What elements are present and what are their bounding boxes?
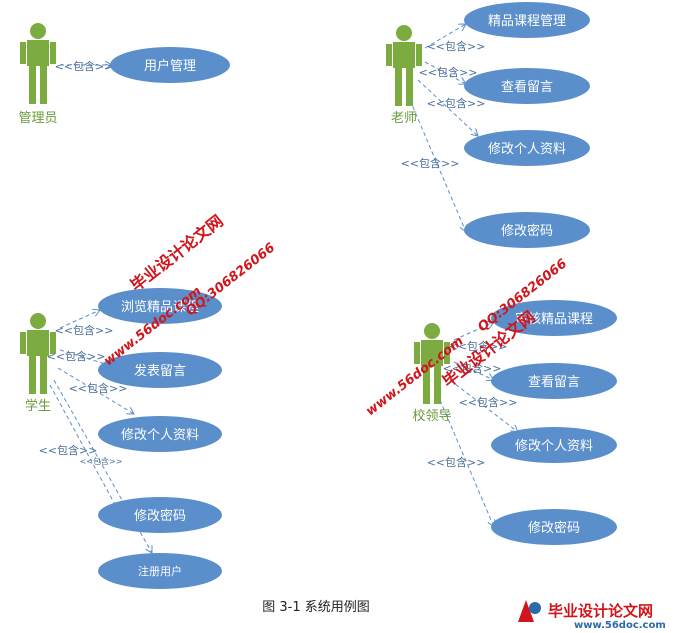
use-case-review-courses[interactable]: 审核精品课程	[491, 300, 617, 336]
include-edge	[453, 361, 494, 380]
include-edge	[453, 322, 494, 341]
use-case-register-user[interactable]: 注册用户	[98, 553, 222, 589]
include-edge	[449, 379, 518, 432]
use-case-label: 修改个人资料	[488, 142, 566, 157]
use-case-view-message[interactable]: 查看留言	[464, 68, 590, 104]
use-case-label: 修改密码	[501, 223, 553, 239]
include-label: <<包含>>	[427, 39, 486, 53]
include-label: <<包含>>	[449, 339, 508, 353]
use-case-label: 修改个人资料	[121, 428, 199, 443]
use-case-view-message[interactable]: 查看留言	[491, 363, 617, 399]
use-case-edit-profile[interactable]: 修改个人资料	[98, 416, 222, 452]
use-case-label: 修改密码	[134, 508, 186, 524]
use-case-edit-password[interactable]: 修改密码	[98, 497, 222, 533]
use-case-label: 精品课程管理	[488, 14, 566, 29]
use-case-label: 发表留言	[134, 363, 186, 379]
use-case-label: 审核精品课程	[515, 312, 593, 327]
actor-leader: 校领导	[412, 323, 452, 424]
include-edge	[57, 367, 134, 414]
use-case-edit-profile[interactable]: 修改个人资料	[491, 427, 617, 463]
use-case-post-message[interactable]: 发表留言	[98, 352, 222, 388]
include-label: <<包含>>	[427, 96, 486, 110]
include-edge	[424, 24, 466, 49]
include-label: <<包含>>	[39, 443, 98, 457]
actor-label: 老师	[391, 111, 417, 126]
include-label: <<包含>>	[69, 381, 128, 395]
use-case-label: 修改个人资料	[515, 439, 593, 454]
include-label: <<包含>>	[443, 361, 502, 375]
include-edge	[53, 379, 152, 553]
site-logo: 毕业设计论文网 www.56doc.com	[518, 600, 666, 631]
actor-label: 管理员	[18, 111, 57, 126]
use-case-label: 注册用户	[138, 564, 182, 578]
use-case-label: 查看留言	[528, 374, 580, 390]
watermark-left: 毕业设计论文网 www.56doc.com QQ:306826066	[101, 211, 278, 369]
actor-icon	[20, 23, 56, 104]
include-edge	[424, 61, 466, 84]
include-label: <<包含>>	[419, 65, 478, 79]
include-edge	[59, 310, 100, 329]
use-case-edit-profile[interactable]: 修改个人资料	[464, 130, 590, 166]
include-label-small: <<包含>>	[80, 456, 123, 466]
actor-admin: 管理员	[18, 23, 58, 126]
include-label: <<包含>>	[55, 59, 114, 73]
use-case-label: 用户管理	[144, 58, 196, 74]
use-case-label: 查看留言	[501, 79, 553, 95]
actor-student: 学生	[20, 313, 56, 414]
include-label: <<包含>>	[459, 395, 518, 409]
include-label: <<包含>>	[427, 455, 486, 469]
figure-caption: 图 3-1 系统用例图	[262, 600, 370, 615]
actor-teacher: 老师	[386, 25, 422, 126]
use-case-course-management[interactable]: 精品课程管理	[464, 2, 590, 38]
logo-name: 毕业设计论文网	[548, 602, 653, 620]
include-edge	[439, 399, 494, 527]
watermark-qq: QQ:306826066	[183, 240, 278, 319]
actor-label: 学生	[25, 398, 51, 414]
use-case-label: 修改密码	[528, 520, 580, 536]
include-edge	[409, 99, 466, 232]
include-edge	[49, 384, 118, 510]
use-case-browse-courses[interactable]: 浏览精品课程	[98, 288, 222, 324]
use-case-edit-password[interactable]: 修改密码	[491, 509, 617, 545]
logo-icon	[518, 600, 541, 622]
watermark-site-name: 毕业设计论文网	[127, 211, 227, 295]
use-case-edit-password[interactable]: 修改密码	[464, 212, 590, 248]
include-label: <<包含>>	[401, 156, 460, 170]
actor-icon	[386, 25, 422, 106]
use-case-label: 浏览精品课程	[121, 299, 199, 315]
logo-url: www.56doc.com	[574, 620, 666, 631]
actor-label: 校领导	[412, 408, 451, 424]
use-case-user-management[interactable]: 用户管理	[110, 47, 230, 83]
include-label: <<包含>>	[47, 349, 106, 363]
include-label: <<包含>>	[55, 323, 114, 337]
